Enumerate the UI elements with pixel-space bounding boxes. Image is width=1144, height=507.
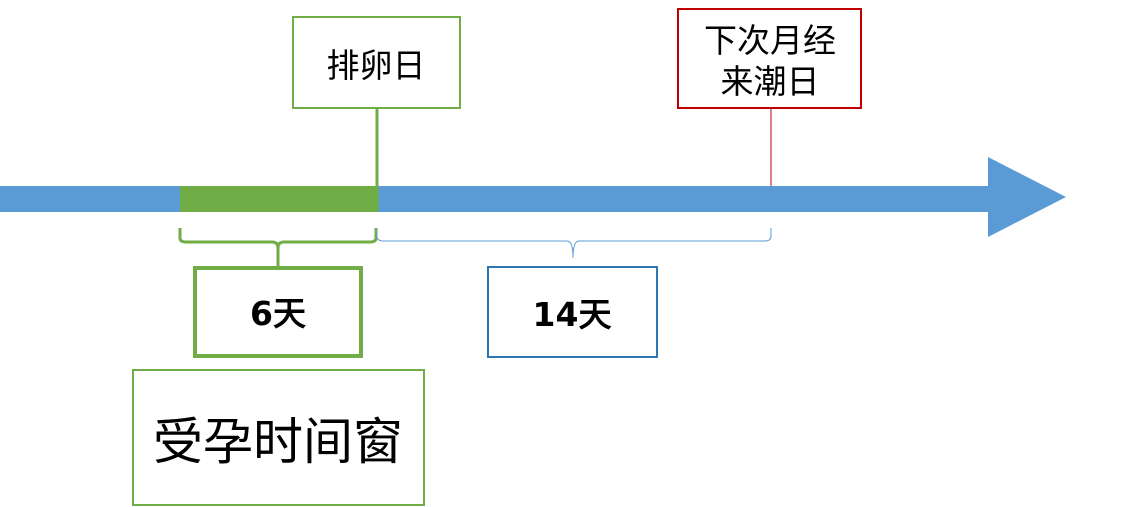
luteal-bracket: [376, 228, 772, 259]
fertile-segment: [180, 186, 378, 212]
ovulation-day-box: [292, 16, 461, 109]
fertile-window-label: 受孕时间窗: [153, 413, 403, 471]
fertile-days-box: [193, 266, 363, 358]
next-period-box: [677, 8, 862, 109]
luteal-days-box: [487, 266, 658, 358]
next-period-label-line1: 下次月经: [704, 21, 836, 60]
ovulation-day-label: 排卵日: [327, 46, 426, 85]
luteal-days-label: 14天: [533, 295, 612, 334]
fertile-days-label: 6天: [250, 294, 306, 333]
next-period-label-line2: 来潮日: [721, 62, 820, 101]
fertile-window-box: [132, 369, 425, 506]
timeline-arrow-head: [988, 157, 1066, 237]
timeline-bar: [0, 186, 1000, 212]
fertile-bracket: [178, 228, 378, 249]
